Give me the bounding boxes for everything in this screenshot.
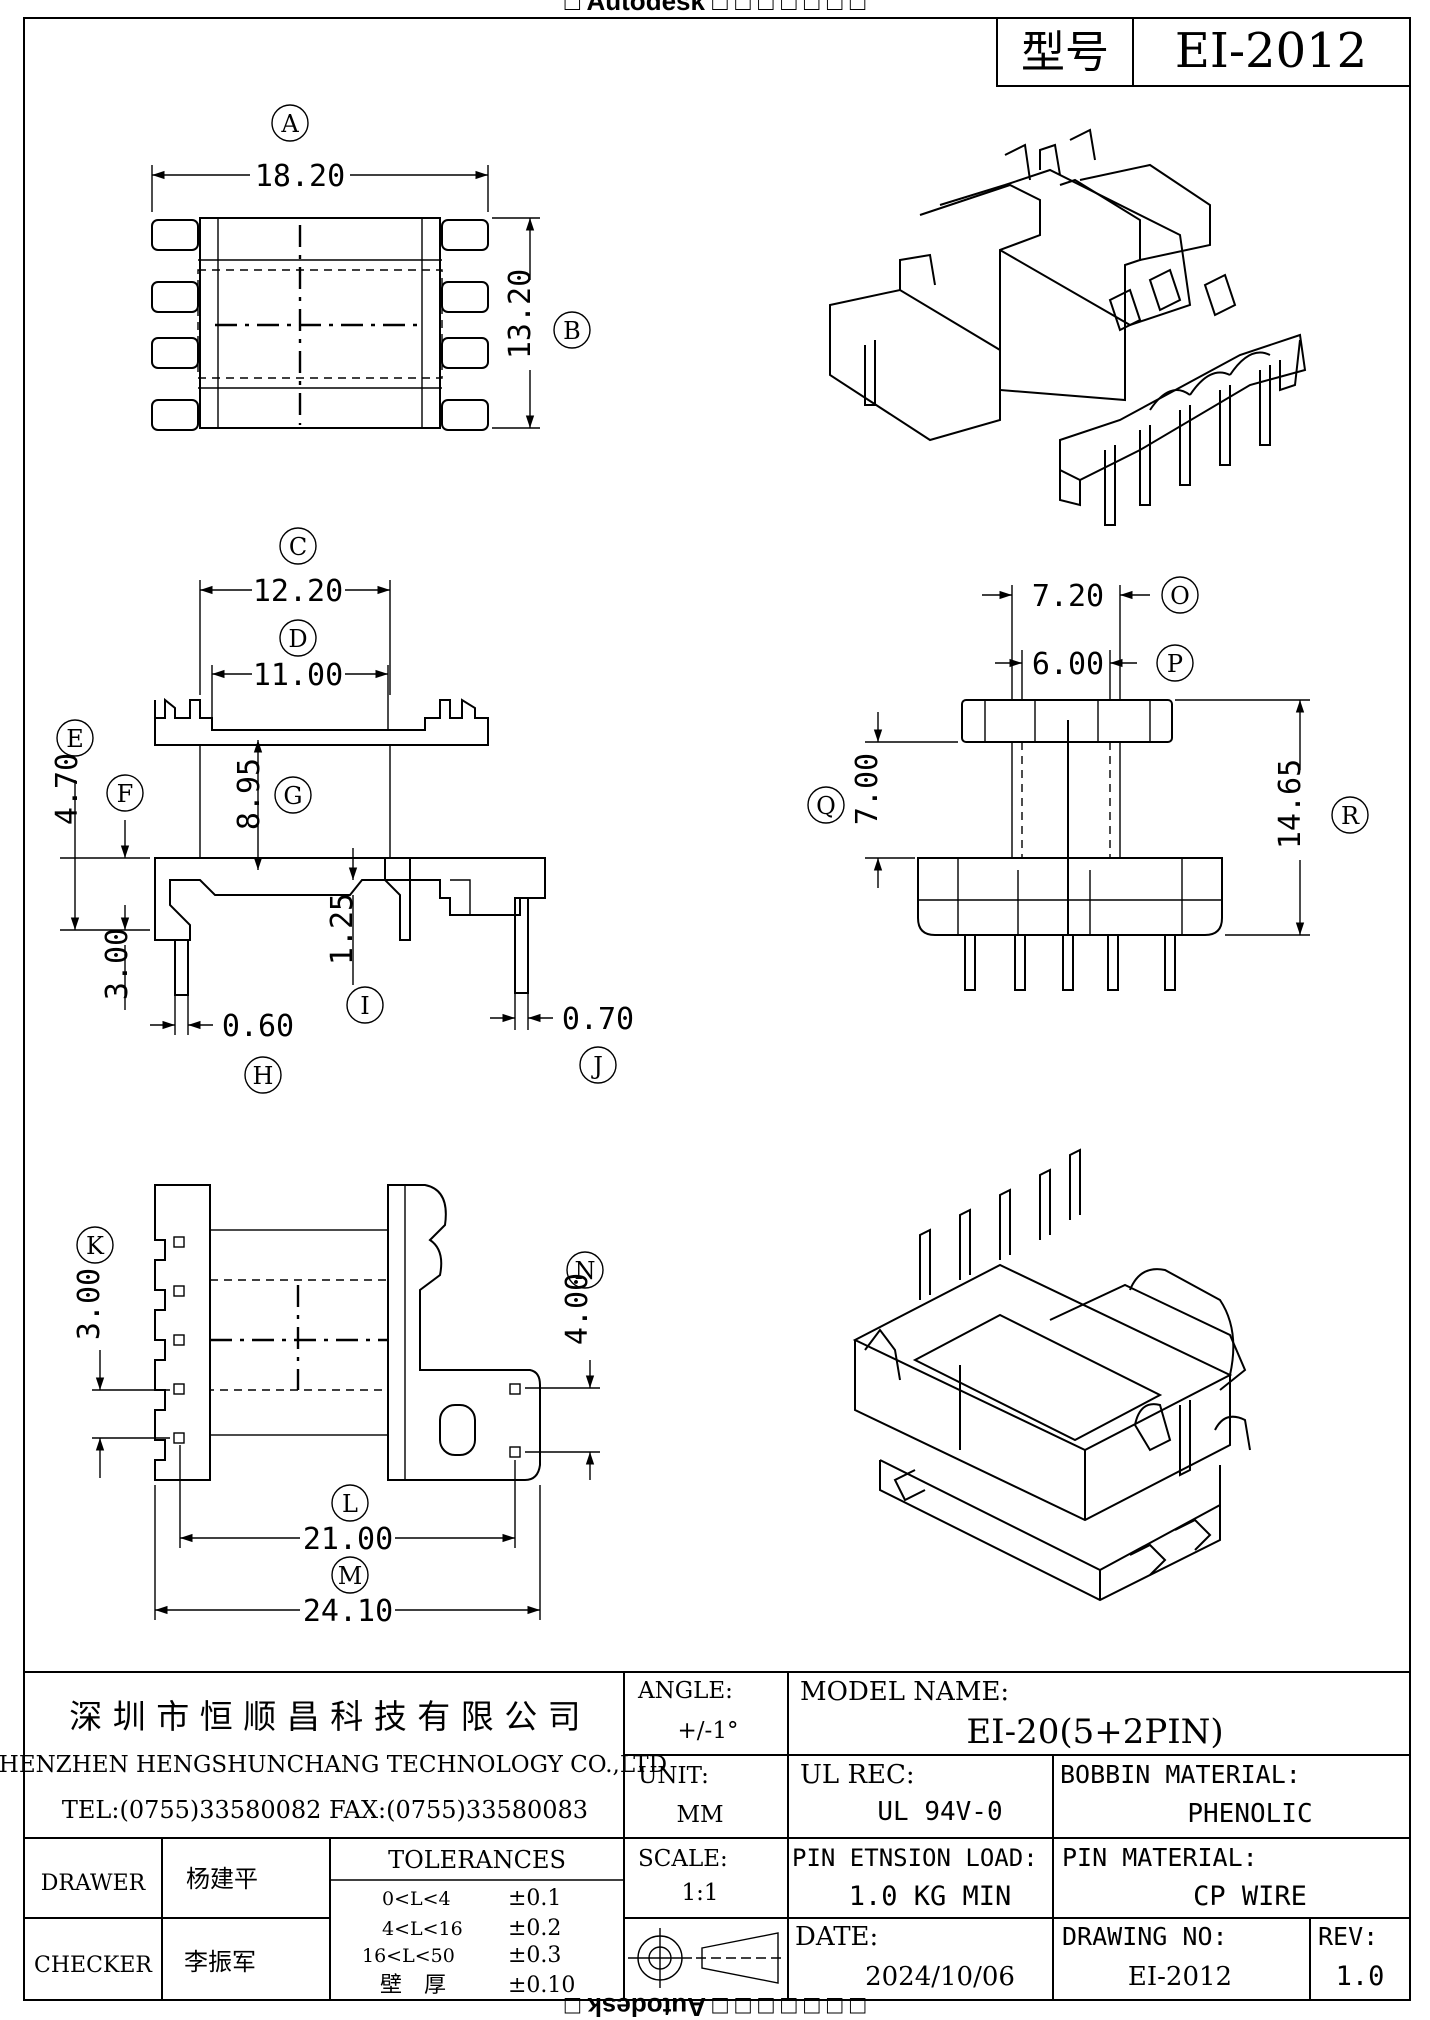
marker-b: B	[563, 317, 581, 345]
model-box-value: EI-2012	[1175, 23, 1367, 79]
model-box: 型号 EI-2012	[996, 17, 1411, 87]
dim-6-00: 6.00	[1032, 647, 1104, 682]
scale-value: 1:1	[681, 1880, 718, 1906]
sheet-border	[23, 17, 1411, 2001]
drawing-no-label: DRAWING NO:	[1062, 1922, 1228, 1951]
date-value: 2024/10/06	[865, 1962, 1015, 1992]
dim-18-20: 18.20	[255, 159, 345, 194]
marker-l: L	[342, 1490, 358, 1518]
model-box-label: 型号	[1021, 27, 1109, 78]
tolerance-range-3: 16<L<50	[362, 1945, 455, 1967]
rev-value: 1.0	[1336, 1961, 1385, 1992]
dim-0-60: 0.60	[222, 1009, 294, 1044]
drawer-name: 杨建平	[186, 1865, 258, 1893]
marker-h: H	[253, 1062, 274, 1090]
dim-14-65: 14.65	[1273, 759, 1308, 849]
front-view: 7.20 O 6.00 P 7.00 Q 14.65 R	[807, 576, 1369, 991]
marker-g: G	[283, 782, 302, 810]
dim-7-00: 7.00	[850, 753, 885, 825]
title-block: 深 圳 市 恒 顺 昌 科 技 有 限 公 司 SHENZHEN HENGSHU…	[0, 1671, 1410, 2000]
tolerance-value-3: ±0.3	[508, 1943, 561, 1968]
company-contact: TEL:(0755)33580082 FAX:(0755)33580083	[62, 1796, 588, 1824]
bobbin-label: BOBBIN MATERIAL:	[1060, 1760, 1301, 1789]
angle-value: +/-1°	[678, 1718, 739, 1744]
ul-value: UL 94V-0	[877, 1797, 1002, 1827]
dim-24-10: 24.10	[303, 1594, 393, 1629]
marker-f: F	[117, 780, 134, 808]
model-name-value: EI-20(5+2PIN)	[966, 1712, 1223, 1752]
company-cn: 深 圳 市 恒 顺 昌 科 技 有 限 公 司	[69, 1697, 580, 1736]
tolerance-range-4: 壁 厚	[380, 1973, 446, 1998]
pin-load-value: 1.0 KG MIN	[849, 1881, 1012, 1912]
iso-view-bottom	[852, 1148, 1251, 1602]
tolerance-value-4: ±0.10	[508, 1973, 575, 1998]
drawing-no-value: EI-2012	[1128, 1962, 1232, 1992]
dim-3-00-side: 3.00	[100, 928, 135, 1000]
marker-o: O	[1170, 582, 1190, 610]
dim-4-70: 4.70	[50, 753, 85, 825]
dim-11-00: 11.00	[253, 658, 343, 693]
dim-7-20: 7.20	[1032, 579, 1104, 614]
marker-r: R	[1341, 802, 1360, 830]
tolerance-range-2: 4<L<16	[382, 1918, 463, 1940]
pin-material-label: PIN MATERIAL:	[1062, 1843, 1258, 1872]
pin-material-value: CP WIRE	[1193, 1881, 1307, 1912]
iso-view-top	[829, 128, 1307, 526]
marker-p: P	[1167, 650, 1183, 678]
drawer-label: DRAWER	[41, 1871, 147, 1896]
marker-n: N	[575, 1257, 596, 1285]
marker-j: J	[590, 1052, 603, 1080]
ul-label: UL REC:	[800, 1760, 915, 1790]
dim-8-95: 8.95	[232, 758, 267, 830]
angle-label: ANGLE:	[637, 1678, 733, 1704]
dim-0-70: 0.70	[562, 1002, 634, 1037]
marker-q: Q	[816, 792, 836, 820]
marker-d: D	[288, 625, 307, 653]
dim-1-25: 1.25	[325, 893, 360, 965]
company-en: SHENZHEN HENGSHUNCHANG TECHNOLOGY CO.,LT…	[0, 1752, 667, 1778]
tolerance-value-2: ±0.2	[508, 1916, 561, 1941]
marker-i: I	[360, 992, 369, 1020]
marker-c: C	[289, 533, 307, 561]
marker-k: K	[86, 1232, 105, 1260]
tolerances-title: TOLERANCES	[388, 1846, 566, 1874]
model-name-label: MODEL NAME:	[800, 1677, 1009, 1707]
unit-label: UNIT:	[638, 1763, 709, 1789]
scale-label: SCALE:	[638, 1846, 728, 1872]
checker-name: 李振军	[184, 1948, 256, 1976]
bobbin-value: PHENOLIC	[1187, 1799, 1312, 1829]
bottom-view: 3.00 K 4.00 N 21.00 L 24.10 M	[72, 1184, 604, 1629]
marker-m: M	[338, 1562, 363, 1590]
dim-3-00-bottom: 3.00	[72, 1268, 107, 1340]
marker-e: E	[66, 725, 84, 753]
dim-21-00: 21.00	[303, 1522, 393, 1557]
dim-13-20: 13.20	[503, 269, 538, 359]
rev-label: REV:	[1318, 1922, 1378, 1951]
tolerance-range-1: 0<L<4	[382, 1888, 451, 1910]
date-label: DATE:	[795, 1922, 878, 1952]
checker-label: CHECKER	[34, 1953, 153, 1978]
pin-markers	[173, 1236, 521, 1458]
watermark-top: □ Autodesk □ □ □ □ □ □ □	[565, 0, 866, 16]
tolerance-value-1: ±0.1	[508, 1886, 561, 1911]
projection-symbol	[628, 1928, 784, 1988]
unit-value: MM	[676, 1802, 723, 1828]
side-view: 12.20 C 11.00 D 4.70 E F 8.95 G 3.00 1.2	[50, 527, 634, 1094]
dim-4-00: 4.00	[560, 1273, 595, 1345]
pin-load-label: PIN ETNSION LOAD:	[792, 1844, 1038, 1872]
top-view: 18.20 A 13.20 B	[151, 104, 591, 431]
marker-a: A	[280, 110, 299, 138]
watermark-bottom: □ □ □ □ □ □ □ Autodesk □	[564, 1992, 865, 2020]
dim-12-20: 12.20	[253, 574, 343, 609]
